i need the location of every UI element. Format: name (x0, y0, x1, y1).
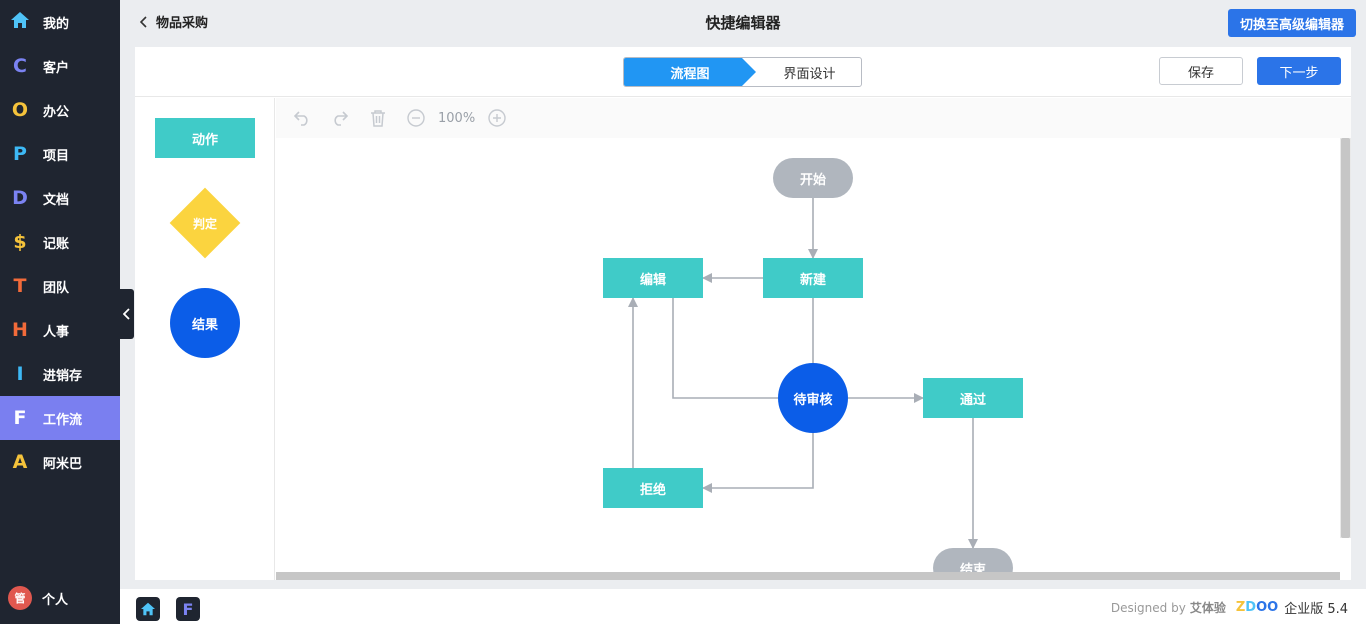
user-menu[interactable]: 管 个人 (8, 586, 68, 610)
sidebar-item-label: 客户 (43, 60, 70, 76)
undo-icon (293, 111, 308, 126)
chevron-left-icon (123, 308, 130, 320)
sidebar-item-accounting[interactable]: $ 记账 (0, 220, 120, 264)
palette-decision-label: 判定 (192, 216, 217, 231)
page-title: 快捷编辑器 (705, 14, 781, 32)
dollar-icon: $ (13, 231, 27, 253)
sidebar-item-label: 记账 (43, 236, 70, 252)
next-step-button[interactable]: 下一步 (1257, 57, 1341, 85)
topbar: 物品采购 快捷编辑器 切换至高级编辑器 (120, 0, 1366, 44)
save-button[interactable]: 保存 (1159, 57, 1243, 85)
node-create[interactable]: 新建 (763, 258, 863, 298)
zoom-level: 100% (438, 110, 476, 126)
sidebar-item-customer[interactable]: C 客户 (0, 44, 120, 88)
palette-action[interactable]: 动作 (155, 118, 255, 158)
user-label: 个人 (42, 592, 69, 608)
sidebar-item-label: 办公 (43, 104, 70, 120)
node-edit[interactable]: 编辑 (603, 258, 703, 298)
letter-t-icon: T (13, 275, 27, 297)
zoom-out-button[interactable] (400, 102, 432, 134)
node-start[interactable]: 开始 (773, 158, 853, 198)
scroll-thumb[interactable] (1341, 138, 1350, 538)
sidebar-item-label: 工作流 (43, 412, 83, 428)
letter-o-icon: O (11, 99, 29, 121)
sidebar-item-office[interactable]: O 办公 (0, 88, 120, 132)
designer-name: 艾体验 (1189, 601, 1226, 615)
horizontal-scrollbar[interactable] (276, 572, 1340, 580)
letter-f-icon: F (182, 599, 194, 619)
node-approve[interactable]: 通过 (923, 378, 1023, 418)
sidebar-item-project[interactable]: P 项目 (0, 132, 120, 176)
palette-result[interactable]: 结果 (170, 288, 240, 358)
sidebar-item-label: 进销存 (43, 368, 83, 384)
flow-canvas[interactable]: 开始 编辑 新建 待审核 通过 拒绝 结束 (276, 138, 1351, 580)
workflow-app-button[interactable]: F (176, 597, 200, 621)
avatar: 管 (8, 586, 32, 610)
shape-palette: 动作 判定 结果 (135, 98, 275, 580)
panel-header: 流程图 界面设计 保存 下一步 (135, 47, 1351, 97)
sidebar-item-hr[interactable]: H 人事 (0, 308, 120, 352)
vertical-scrollbar[interactable] (1340, 138, 1351, 538)
tab-flowchart[interactable]: 流程图 (624, 58, 756, 86)
credit: Designed by 艾体验 Z D O O 企业版 5.4 (1111, 598, 1348, 617)
step-tabs: 流程图 界面设计 (623, 57, 862, 87)
sidebar-item-label: 阿米巴 (43, 456, 83, 472)
designed-by: Designed by (1110, 600, 1186, 615)
letter-h-icon: H (12, 319, 28, 341)
edition-label: 企业版 5.4 (1284, 602, 1348, 617)
node-pending-review[interactable]: 待审核 (778, 363, 848, 433)
sidebar: 我的 C 客户 O 办公 P 项目 D 文档 $ 记账 T 团队 H 人事 I … (0, 0, 120, 624)
sidebar-item-label: 项目 (43, 148, 70, 164)
advanced-editor-button[interactable]: 切换至高级编辑器 (1227, 9, 1356, 37)
sidebar-item-label: 我的 (43, 16, 70, 32)
palette-decision[interactable]: 判定 (169, 187, 241, 259)
undo-button[interactable] (286, 102, 318, 134)
breadcrumb: 物品采购 (156, 16, 209, 31)
sidebar-item-label: 团队 (43, 280, 70, 296)
letter-c-icon: C (13, 55, 27, 77)
sidebar-item-amoeba[interactable]: A 阿米巴 (0, 440, 120, 484)
editor-panel: 流程图 界面设计 保存 下一步 动作 判定 结果 100% (135, 47, 1351, 580)
sidebar-item-docs[interactable]: D 文档 (0, 176, 120, 220)
sidebar-item-label: 文档 (43, 192, 70, 208)
letter-p-icon: P (13, 143, 27, 165)
minus-circle-icon (407, 109, 425, 127)
footer: F Designed by 艾体验 Z D O O 企业版 5.4 (120, 589, 1366, 624)
flow-edges (628, 198, 978, 549)
canvas-area: 100% (276, 98, 1351, 580)
sidebar-item-label: 人事 (43, 324, 70, 340)
letter-f-icon: F (13, 407, 27, 429)
letter-d-icon: D (12, 187, 28, 209)
sidebar-item-workflow[interactable]: F 工作流 (0, 396, 120, 440)
zdoo-logo: Z D O O (1235, 600, 1279, 615)
delete-button[interactable] (362, 102, 394, 134)
edge-edit-pending (672, 298, 778, 399)
house-icon (141, 602, 155, 616)
letter-a-icon: A (12, 451, 28, 473)
node-reject[interactable]: 拒绝 (603, 468, 703, 508)
edge-pending-reject (702, 433, 814, 493)
redo-button[interactable] (324, 102, 356, 134)
zoom-in-button[interactable] (481, 102, 513, 134)
house-icon (0, 11, 40, 34)
back-button[interactable]: 物品采购 (140, 12, 208, 31)
tab-ui-design[interactable]: 界面设计 (783, 66, 836, 82)
redo-icon (334, 111, 349, 126)
home-app-button[interactable] (136, 597, 160, 621)
chevron-left-icon (140, 15, 147, 28)
canvas-toolbar: 100% (276, 98, 1351, 138)
trash-icon (371, 110, 385, 127)
sidebar-item-my[interactable]: 我的 (0, 0, 120, 44)
sidebar-item-team[interactable]: T 团队 (0, 264, 120, 308)
sidebar-collapse-button[interactable] (120, 289, 134, 339)
plus-circle-icon (488, 109, 506, 127)
sidebar-item-inventory[interactable]: I 进销存 (0, 352, 120, 396)
letter-i-icon: I (16, 363, 24, 385)
